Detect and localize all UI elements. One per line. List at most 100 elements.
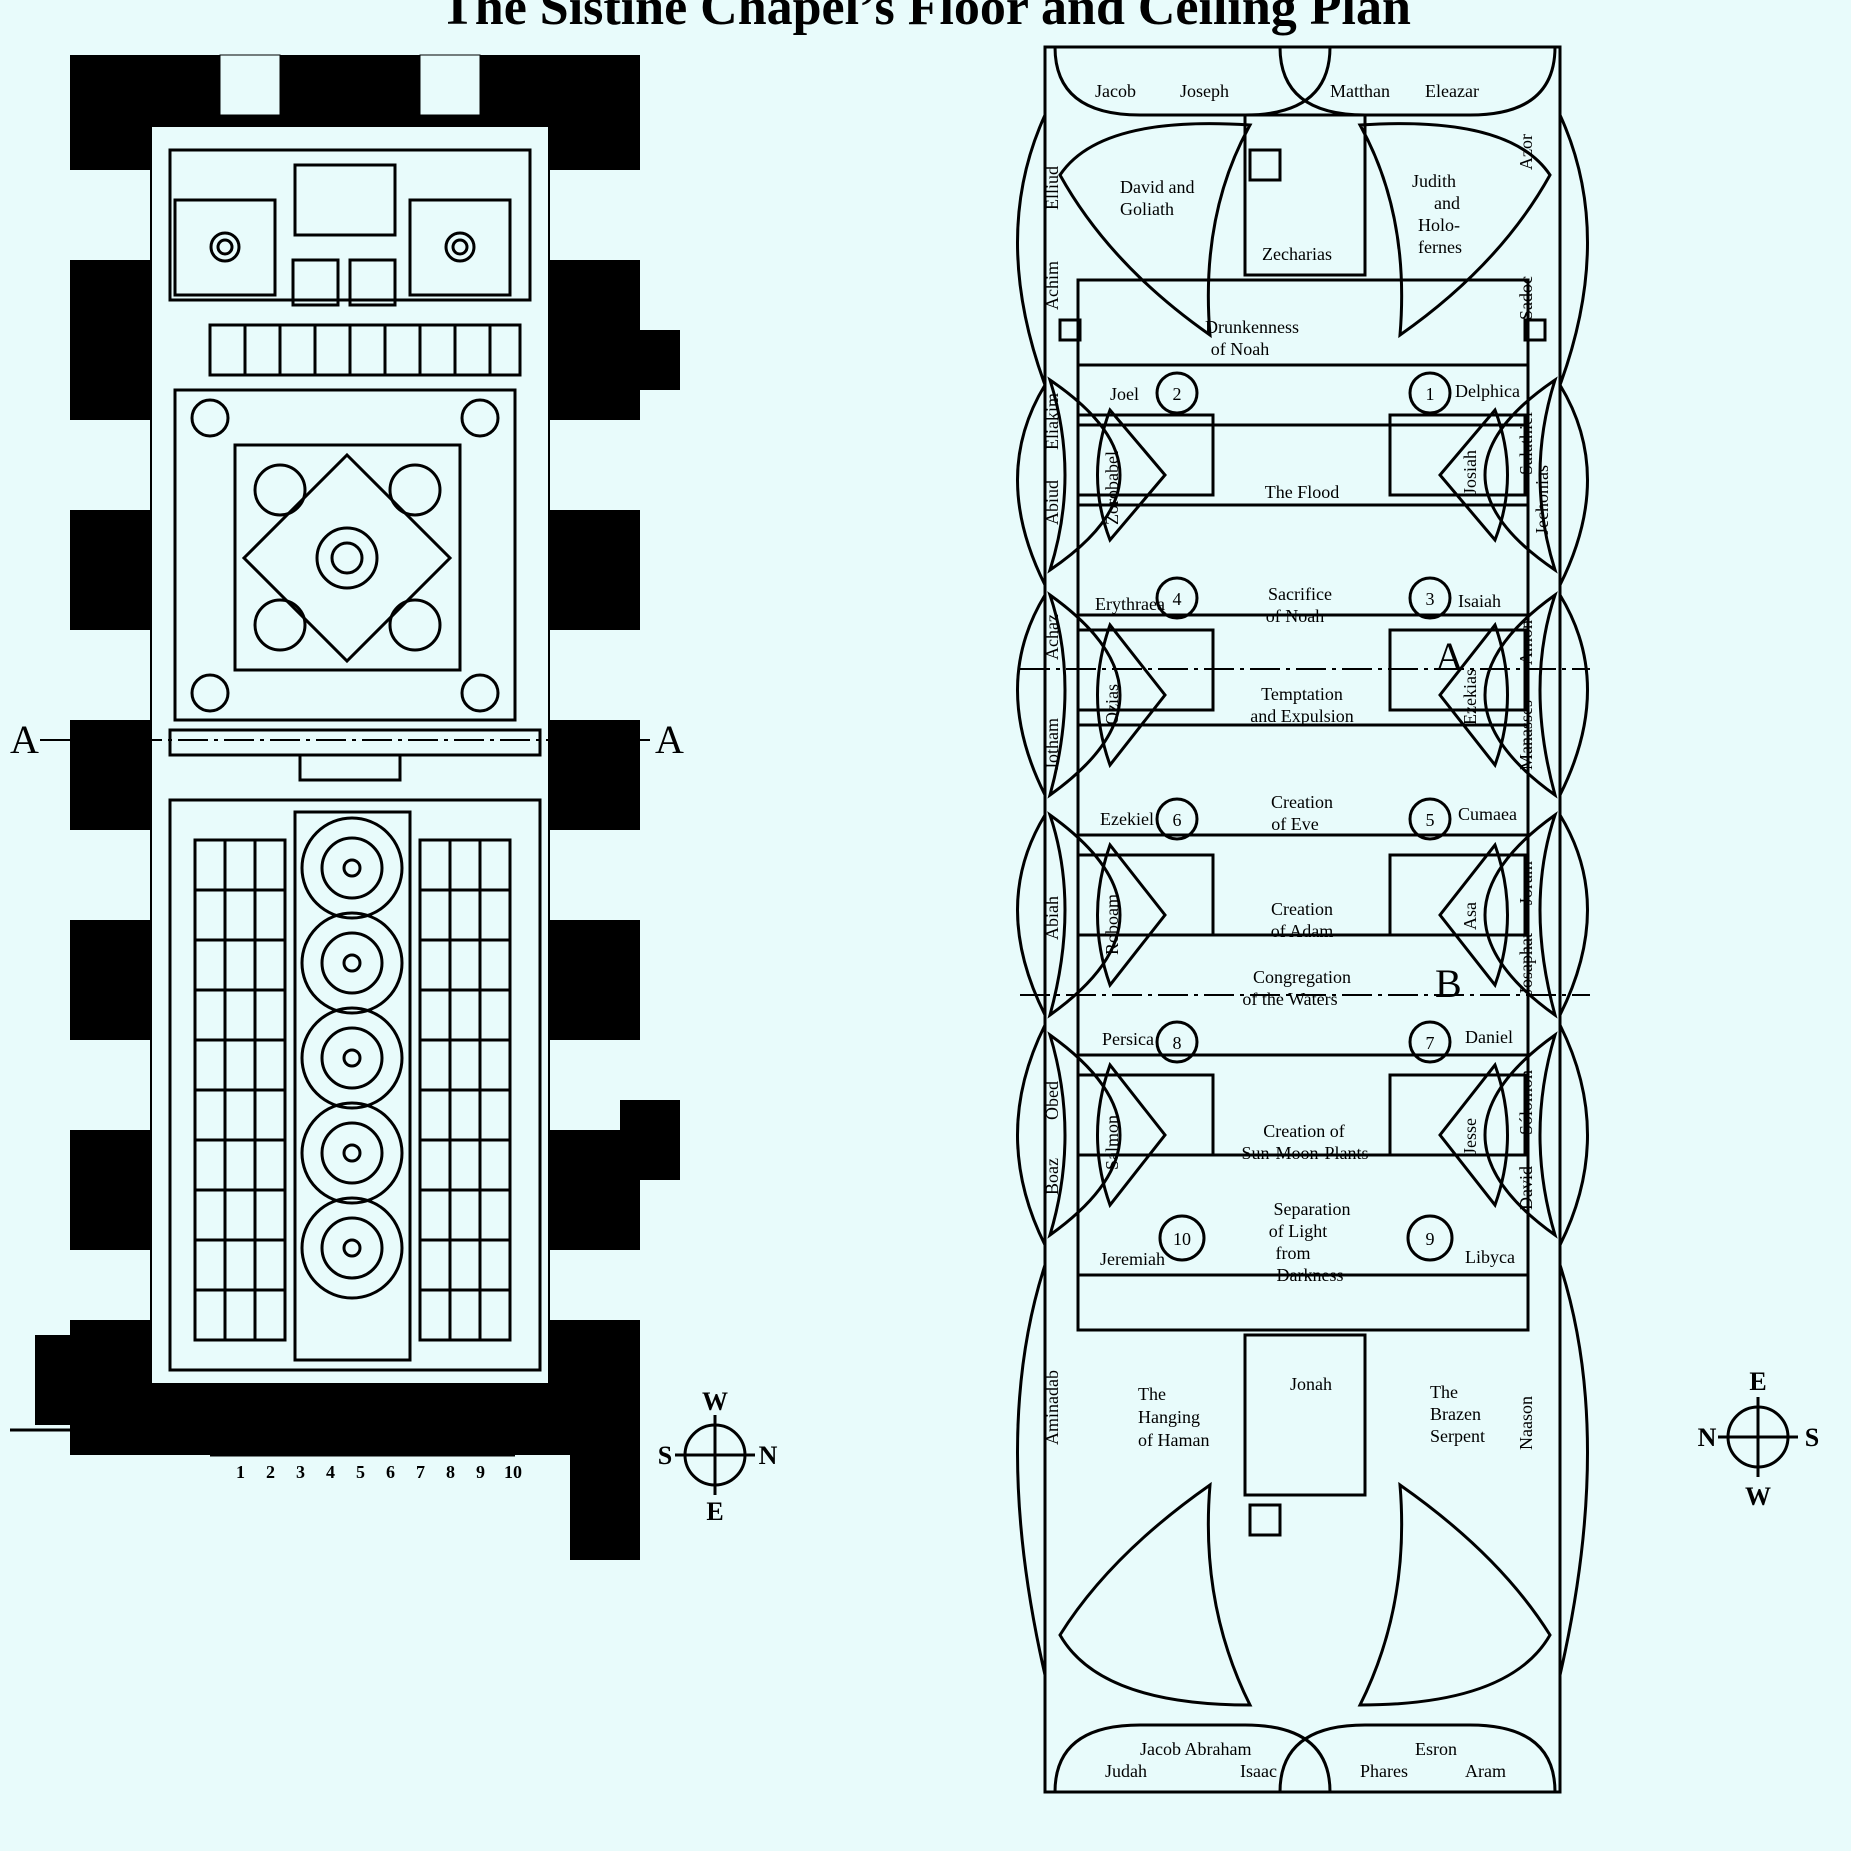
panel-number-6: 6 — [1173, 810, 1182, 830]
right-outer-name-5: Amon — [1516, 620, 1536, 665]
pendentive-bottom-left-2: Hanging — [1138, 1407, 1200, 1427]
left-outer-name-1: Elliud — [1042, 166, 1062, 210]
left-seer-4: Persica — [1102, 1029, 1154, 1049]
center-panel-8-line1: Creation of — [1263, 1121, 1344, 1141]
floor-compass-top: W — [702, 1387, 728, 1416]
prophet-bottom: Jonah — [1290, 1374, 1332, 1394]
left-seer-5: Jeremiah — [1100, 1249, 1165, 1269]
right-seer-5: Libyca — [1465, 1247, 1515, 1267]
panel-number-10: 10 — [1173, 1229, 1191, 1249]
center-panel-4-line2: and Expulsion — [1250, 706, 1354, 726]
pendentive-top-left-1: David and — [1120, 177, 1194, 197]
center-panel-1-line1: Drunkenness — [1205, 317, 1299, 337]
floor-section-label-right: A — [655, 717, 684, 762]
left-spandrel-2: Ozias — [1102, 684, 1122, 725]
floor-walls — [35, 54, 680, 1560]
right-outer-name-10: David — [1516, 1166, 1536, 1210]
pendentive-bottom-left-3: of Haman — [1138, 1430, 1209, 1450]
left-outer-name-5: Achaz — [1042, 614, 1062, 660]
right-outer-name-9: Sólomon — [1516, 1070, 1536, 1135]
floor-plan: A A 1 2 3 4 5 6 7 8 9 10 W S N E — [10, 54, 778, 1560]
floor-patterns — [10, 148, 570, 1447]
center-panel-5-line1: Creation — [1271, 792, 1333, 812]
left-outer-name-10: Aminadab — [1042, 1370, 1062, 1445]
right-spandrel-1: Josiah — [1460, 450, 1480, 495]
panel-number-2: 2 — [1173, 384, 1182, 404]
center-panel-3-line2: of Noah — [1266, 606, 1324, 626]
scale-tick-1: 1 — [236, 1462, 245, 1482]
right-seer-1: Delphica — [1455, 381, 1520, 401]
center-panel-6-line2: of Adam — [1271, 921, 1334, 941]
scale-tick-10: 10 — [504, 1462, 522, 1482]
ceiling-plan: A A B B Jacob Joseph Matthan Eleazar Jac… — [1016, 45, 1820, 1794]
right-outer-name-1: Azor — [1516, 134, 1536, 170]
scale-tick-6: 6 — [386, 1462, 395, 1482]
page-title: The Sistine Chapel’s Floor and Ceiling P… — [440, 0, 1411, 36]
panel-number-4: 4 — [1173, 589, 1182, 609]
pendentive-bottom-right-1: The — [1430, 1382, 1458, 1402]
pendentive-top-right-4: fernes — [1418, 237, 1462, 257]
lunette-bottom-left-b: Isaac — [1240, 1761, 1277, 1781]
pendentive-bottom-right-2: Brazen — [1430, 1404, 1481, 1424]
scale-tick-8: 8 — [446, 1462, 455, 1482]
pendentive-top-left-2: Goliath — [1120, 199, 1174, 219]
pendentive-top-right-1: Judith — [1412, 171, 1456, 191]
pendentive-top-right-2: and — [1434, 193, 1460, 213]
panel-number-7: 7 — [1426, 1033, 1435, 1053]
scale-tick-3: 3 — [296, 1462, 305, 1482]
left-outer-name-6: Jotham — [1042, 718, 1062, 770]
right-spandrel-4: Jesse — [1460, 1118, 1480, 1155]
lunette-top-left-b: Joseph — [1180, 81, 1229, 101]
left-seer-1: Joel — [1110, 384, 1139, 404]
right-outer-name-2: Sadoc — [1516, 276, 1536, 320]
lunette-bottom-left-line1: Jacob Abraham — [1140, 1739, 1251, 1759]
right-outer-name-4: Jechonias — [1532, 465, 1552, 535]
ceiling-section-a-right: A — [1435, 634, 1464, 679]
center-panel-3-line1: Sacrifice — [1268, 584, 1332, 604]
left-outer-name-9: Boaz — [1042, 1158, 1062, 1195]
lunette-bottom-right-b: Aram — [1465, 1761, 1506, 1781]
floor-section-label-left: A — [10, 717, 39, 762]
ceiling-section-a: A A — [1020, 634, 1590, 679]
lunette-bottom-right-a: Phares — [1360, 1761, 1408, 1781]
right-outer-name-8: Josaphat — [1516, 933, 1536, 995]
lunette-bottom-right-line1: Esron — [1415, 1739, 1457, 1759]
left-outer-name-8: Obed — [1042, 1081, 1062, 1120]
lunette-top-left-a: Jacob — [1095, 81, 1136, 101]
ceiling-compass-right: S — [1805, 1423, 1819, 1452]
scale-tick-7: 7 — [416, 1462, 425, 1482]
left-outer-name-2: Achim — [1042, 261, 1062, 310]
panel-number-9: 9 — [1426, 1229, 1435, 1249]
left-seer-2: Erythraea — [1095, 594, 1165, 614]
floor-compass-left: S — [658, 1441, 672, 1470]
center-panel-7-line2: of the Waters — [1242, 989, 1337, 1009]
panel-number-5: 5 — [1426, 810, 1435, 830]
scale-tick-5: 5 — [356, 1462, 365, 1482]
center-panel-2-line1: The Flood — [1265, 482, 1340, 502]
panel-number-1: 1 — [1426, 384, 1435, 404]
ceiling-compass-bottom: W — [1745, 1482, 1771, 1511]
right-seer-3: Cumaea — [1458, 804, 1517, 824]
left-outer-name-7: Abiah — [1042, 896, 1062, 940]
right-outer-name-11: Naason — [1516, 1396, 1536, 1450]
ceiling-compass-icon: E N S W — [1698, 1367, 1820, 1511]
left-outer-name-4: Abiud — [1042, 480, 1062, 525]
right-outer-name-3: Salathiel — [1516, 412, 1536, 475]
right-seer-2: Isaiah — [1458, 591, 1501, 611]
panel-number-3: 3 — [1426, 589, 1435, 609]
scale-tick-2: 2 — [266, 1462, 275, 1482]
scale-tick-9: 9 — [476, 1462, 485, 1482]
floor-scale-bar: 1 2 3 4 5 6 7 8 9 10 — [210, 1453, 522, 1482]
center-panel-9-line3: from — [1276, 1243, 1311, 1263]
center-panel-9-line4: Darkness — [1277, 1265, 1344, 1285]
right-seer-4: Daniel — [1465, 1027, 1513, 1047]
left-spandrel-3: Roboam — [1102, 894, 1122, 955]
ceiling-compass-top: E — [1749, 1367, 1766, 1396]
pendentive-bottom-left-1: The — [1138, 1384, 1166, 1404]
center-panel-6-line1: Creation — [1271, 899, 1333, 919]
ceiling-section-b: B B — [1020, 961, 1590, 1006]
center-panel-9-line2: of Light — [1269, 1221, 1328, 1241]
right-outer-name-7: Joram — [1516, 861, 1536, 905]
center-panel-5-line2: of Eve — [1271, 814, 1318, 834]
floor-compass-bottom: E — [706, 1497, 723, 1526]
